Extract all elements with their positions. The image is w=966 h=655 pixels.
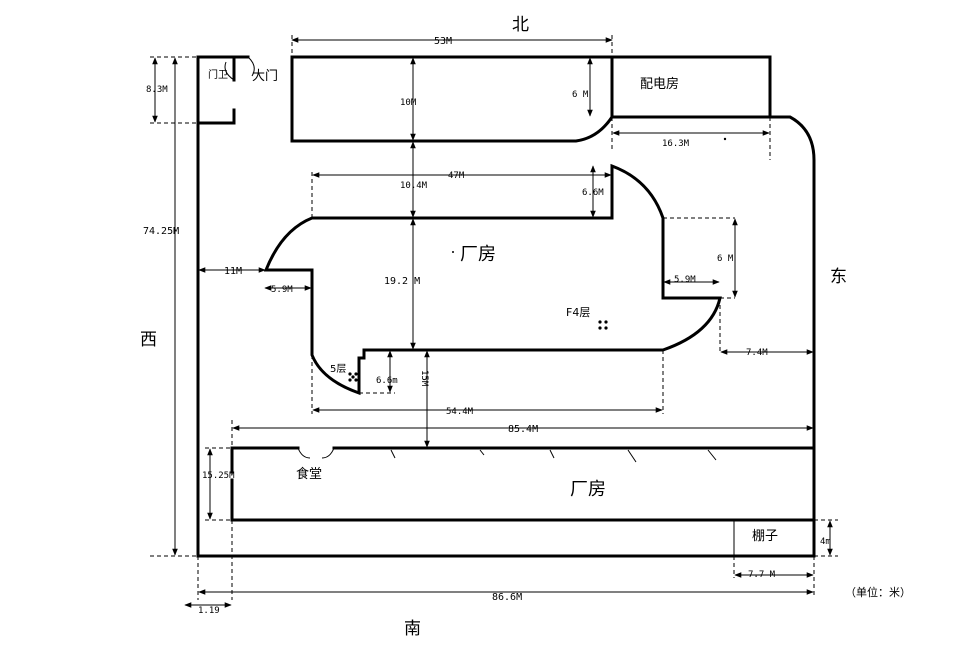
dim-8-3m: 8.3M xyxy=(146,85,168,95)
dim-86-6m: 86.6M xyxy=(492,592,522,603)
dim-6m-east: 6 M xyxy=(717,254,734,264)
dim-10-4m: 10.4M xyxy=(400,181,428,191)
south-factory xyxy=(230,446,816,522)
markers xyxy=(348,137,727,382)
dim-5-9m-east: 5.9M xyxy=(674,275,696,285)
south-factory-label: 厂房 xyxy=(570,479,606,500)
guard-house xyxy=(196,55,255,125)
site-boundary xyxy=(196,55,816,558)
center-factory xyxy=(263,163,722,396)
dim-53m: 53M xyxy=(434,36,452,47)
dim-47m: 47M xyxy=(448,171,465,181)
unit-label: （单位：米） xyxy=(845,585,911,599)
dim-16-3m: 16.3M xyxy=(662,139,690,149)
dim-54-4m: 54.4M xyxy=(446,407,474,417)
dimension-arrows xyxy=(152,37,833,608)
f4-floor-label: F4层 xyxy=(566,306,590,319)
extension-lines xyxy=(150,35,838,600)
gate-label: 大门 xyxy=(252,69,278,84)
dim-11m: 11M xyxy=(224,266,242,277)
dim-6m: 6 M xyxy=(572,90,589,100)
guard-label: 门卫 xyxy=(208,68,228,81)
floor5-label: 5层 xyxy=(330,363,346,375)
compass-south: 南 xyxy=(404,619,421,639)
dim-15m: 15M xyxy=(419,370,429,387)
dim-1-19: 1.19 xyxy=(198,606,220,616)
roof-ticks xyxy=(390,449,717,463)
dim-5-9m-west: 5.9M xyxy=(271,285,293,295)
compass-north: 北 xyxy=(512,15,529,35)
shed-label: 棚子 xyxy=(752,529,778,544)
dim-7-7m: 7.7 M xyxy=(748,570,776,580)
dim-10m: 10M xyxy=(400,98,417,108)
dim-7-4m: 7.4M xyxy=(746,348,768,358)
north-building xyxy=(290,55,614,143)
canteen-label: 食堂 xyxy=(296,466,322,482)
dim-4m: 4m xyxy=(820,537,831,547)
shed xyxy=(732,518,816,556)
dim-15-25m: 15.25M xyxy=(202,471,235,481)
dim-19-2m: 19.2 M xyxy=(384,276,420,287)
dim-6-6m-small: 6.6m xyxy=(376,376,398,386)
dim-74-25m: 74.25M xyxy=(143,226,179,237)
power-room-label: 配电房 xyxy=(640,76,679,92)
compass-east: 东 xyxy=(830,267,847,287)
dim-85-4m: 85.4M xyxy=(508,424,538,435)
dim-6-6m: 6.6M xyxy=(582,188,604,198)
compass-west: 西 xyxy=(140,330,157,350)
center-factory-label: 厂房 xyxy=(460,244,496,265)
